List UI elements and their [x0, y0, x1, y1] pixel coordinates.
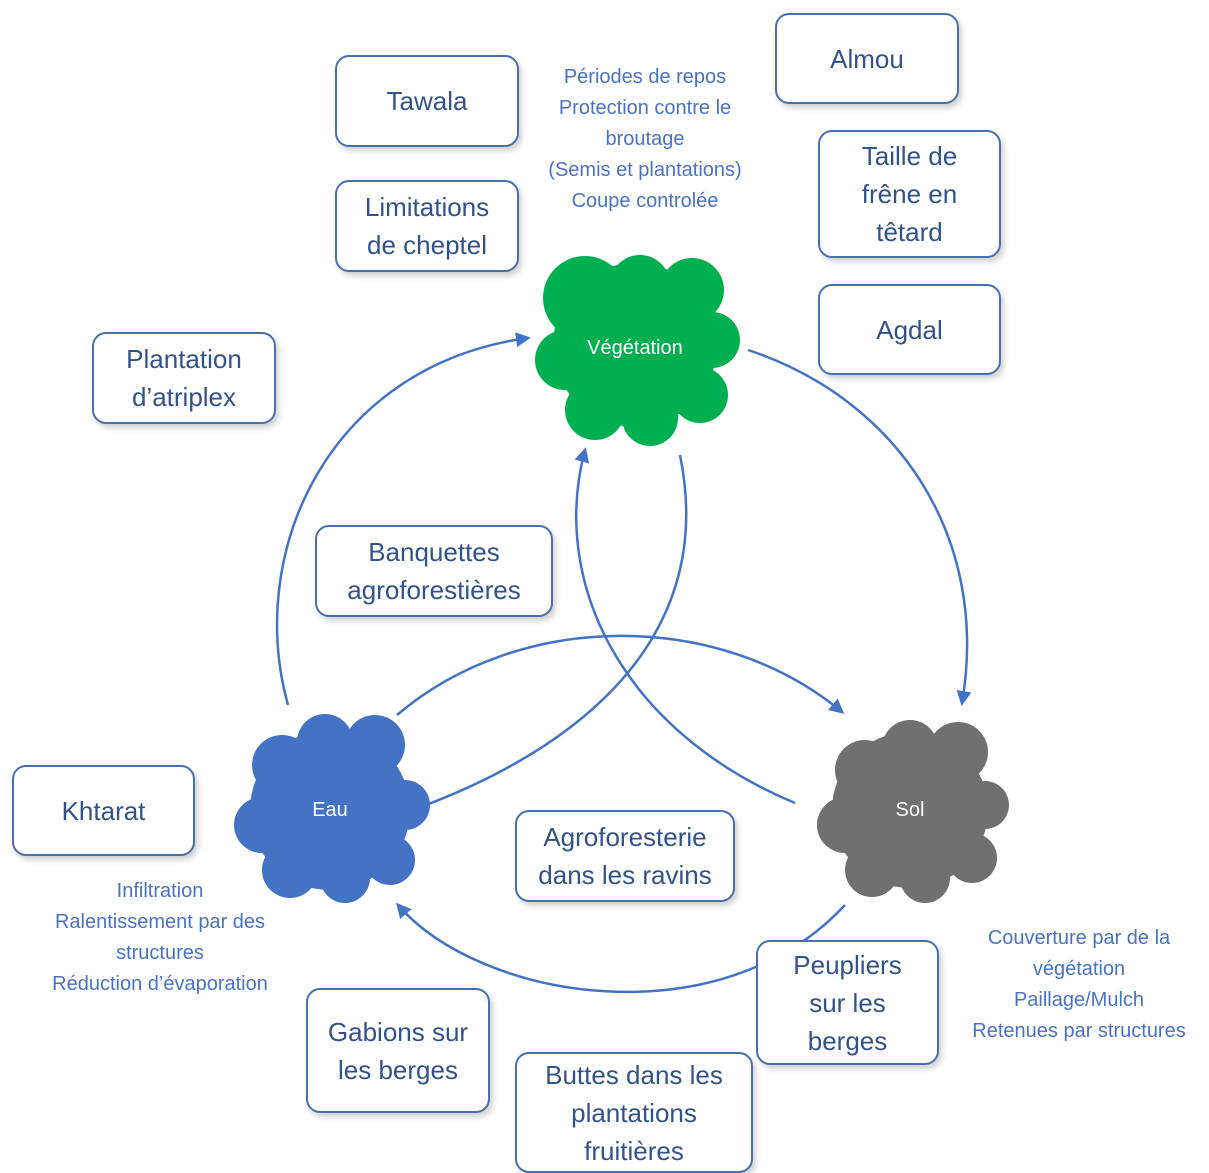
arrow-vegetation-to-water: [395, 454, 688, 819]
box-gabions-berges: Gabions sur les berges: [306, 988, 490, 1113]
vegetation-label: Végétation: [587, 337, 683, 359]
water-cloud: [234, 714, 430, 903]
box-tawala: Tawala: [335, 55, 519, 147]
arrow-water-to-soil: [396, 634, 845, 716]
box-buttes-plantations: Buttes dans les plantations fruitières: [515, 1052, 753, 1173]
box-khtarat: Khtarat: [12, 765, 195, 856]
arrow-soil-to-vegetation: [574, 447, 796, 805]
soil-label: Sol: [895, 799, 925, 821]
note-soil-practices: Couverture par de la végétation Paillage…: [972, 927, 1186, 1042]
box-peupliers-berges: Peupliers sur les berges: [756, 940, 939, 1065]
box-limitations-cheptel: Limitations de cheptel: [335, 180, 519, 272]
box-almou: Almou: [775, 13, 959, 104]
soil-cloud: [817, 720, 1009, 903]
box-plantation-atriplex: Plantation d’atriplex: [92, 332, 276, 424]
box-agdal: Agdal: [818, 284, 1001, 375]
note-water-practices: Infiltration Ralentissement par des stru…: [52, 880, 268, 995]
box-agroforesterie-ravins: Agroforesterie dans les ravins: [515, 810, 735, 902]
water-label: Eau: [312, 799, 348, 821]
box-taille-frene: Taille de frêne en têtard: [818, 130, 1001, 258]
note-vegetation-practices: Périodes de repos Protection contre le b…: [548, 66, 742, 212]
box-banquettes-agroforestieres: Banquettes agroforestières: [315, 525, 553, 617]
vegetation-cloud: [535, 255, 740, 446]
arrow-vegetation-to-soil: [747, 348, 972, 706]
arrow-water-to-vegetation: [275, 332, 531, 706]
